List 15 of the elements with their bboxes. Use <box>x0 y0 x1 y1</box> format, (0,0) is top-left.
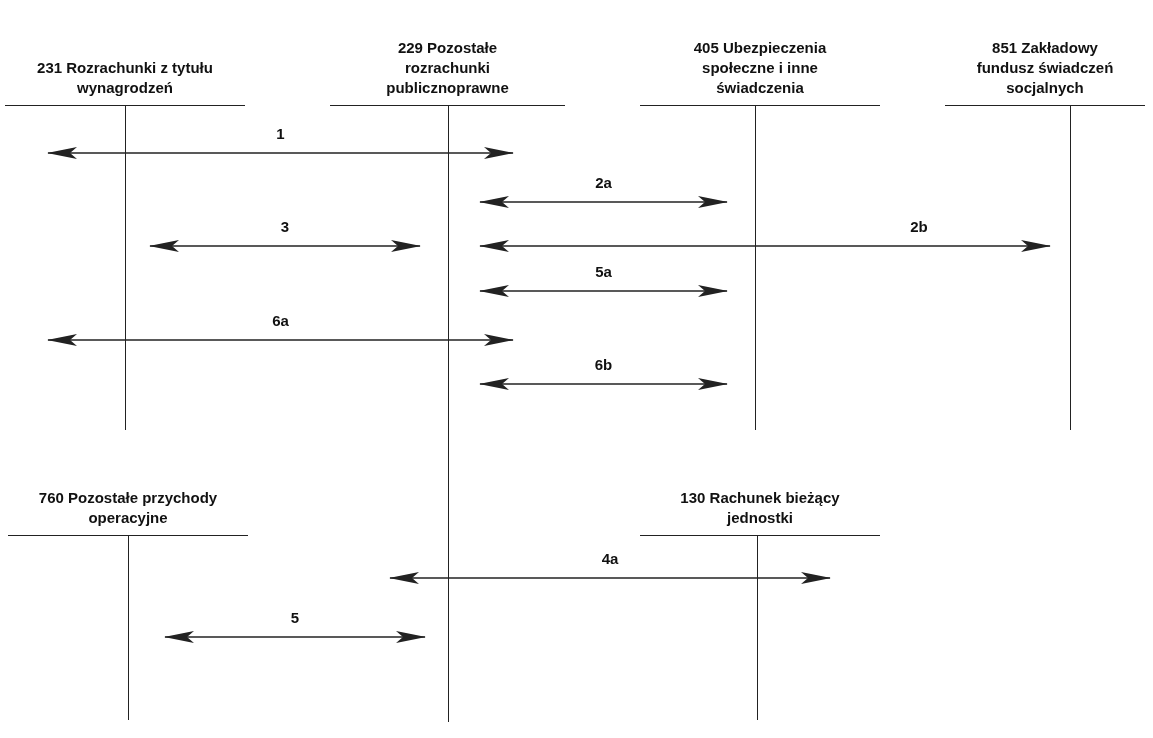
account-title: 405 Ubezpieczenia społeczne i inne świadczenia <box>692 38 828 98</box>
account-title: 229 Pozostałe rozrachunki publicznoprawne <box>385 38 510 98</box>
double-arrow <box>149 240 421 252</box>
double-arrow <box>47 147 514 159</box>
double-arrow <box>479 378 728 390</box>
double-arrow <box>479 285 728 297</box>
double-arrow <box>389 572 831 584</box>
double-arrow <box>47 334 514 346</box>
account-title: 851 Zakładowy fundusz świadczeń socjalnych <box>975 38 1115 98</box>
double-arrow <box>479 240 1051 252</box>
account-title: 231 Rozrachunki z tytułu wynagrodzeń <box>36 58 214 98</box>
account-title: 130 Rachunek bieżący jednostki <box>679 488 841 528</box>
double-arrow <box>164 631 426 643</box>
double-arrow <box>479 196 728 208</box>
account-title: 760 Pozostałe przychody operacyjne <box>37 488 219 528</box>
